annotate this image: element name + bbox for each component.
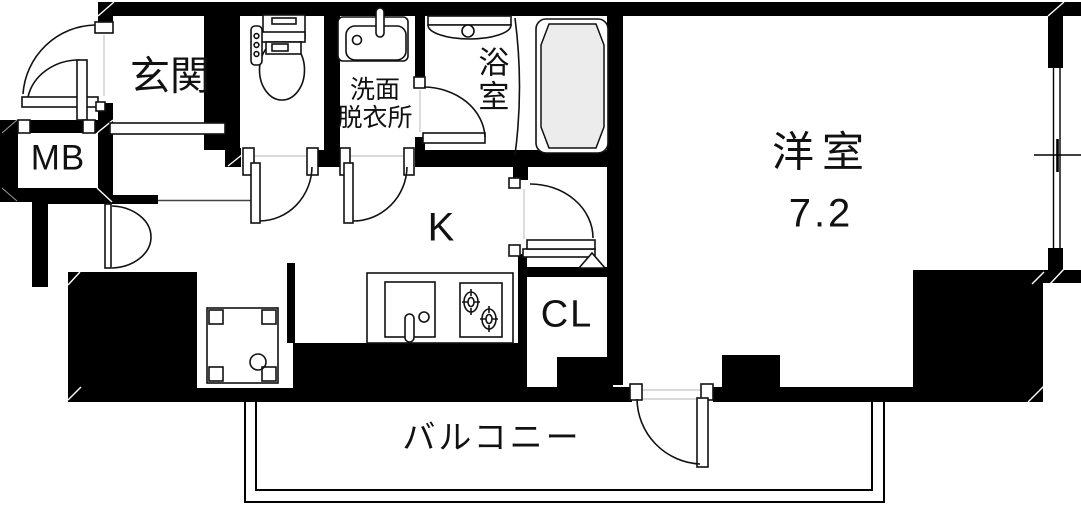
kitchen-counter <box>366 272 514 344</box>
entrance-door <box>17 21 114 134</box>
room-label-meter-box: MB <box>30 138 86 178</box>
room-label-washroom: 洗面 脱衣所 <box>337 76 412 132</box>
stove-burner <box>462 289 480 315</box>
walls <box>0 1 1081 403</box>
toilet-fixture <box>250 14 306 101</box>
room-label-closet: CL <box>540 293 594 336</box>
bath-vanity <box>427 15 512 40</box>
room-label-western-room: 洋室 <box>771 128 873 176</box>
window <box>1034 68 1081 248</box>
washroom-door <box>339 147 415 224</box>
toilet-door-leaf <box>250 162 261 224</box>
bathtub <box>535 18 609 154</box>
faucet <box>375 7 385 38</box>
room-label-bathroom: 浴室 <box>473 46 509 114</box>
stove-burner <box>480 306 498 332</box>
balcony-door-leaf <box>696 397 709 468</box>
room-label-kitchen: K <box>427 205 455 250</box>
room-size-western-room: 7.2 <box>788 191 854 236</box>
washing-machine-pan <box>206 307 279 384</box>
western-room-door <box>508 177 596 258</box>
room-label-washroom-line2: 脱衣所 <box>337 104 413 132</box>
stove <box>459 282 503 338</box>
washbasin <box>337 7 409 62</box>
bathroom-door <box>413 76 486 144</box>
door-post <box>94 21 114 34</box>
bath-partition-curve <box>514 17 521 156</box>
balcony-railing <box>244 397 885 503</box>
washroom-door-leaf <box>343 162 354 224</box>
room-label-balcony: バルコニー <box>402 418 582 456</box>
balcony-door <box>629 383 714 468</box>
bathroom-door-leaf <box>422 132 486 144</box>
drain <box>461 24 475 38</box>
toilet-door <box>242 147 319 224</box>
closet-door-marker <box>577 251 607 269</box>
western-room-door-leaf <box>526 239 596 250</box>
kitchen-faucet <box>404 313 415 343</box>
room-label-entrance: 玄関 <box>130 54 210 99</box>
drain <box>249 353 267 371</box>
genkan-step <box>109 122 226 135</box>
room-label-washroom-line1: 洗面 <box>349 76 401 104</box>
door-thresholds <box>103 35 701 400</box>
hall-closet-doors <box>104 203 152 269</box>
